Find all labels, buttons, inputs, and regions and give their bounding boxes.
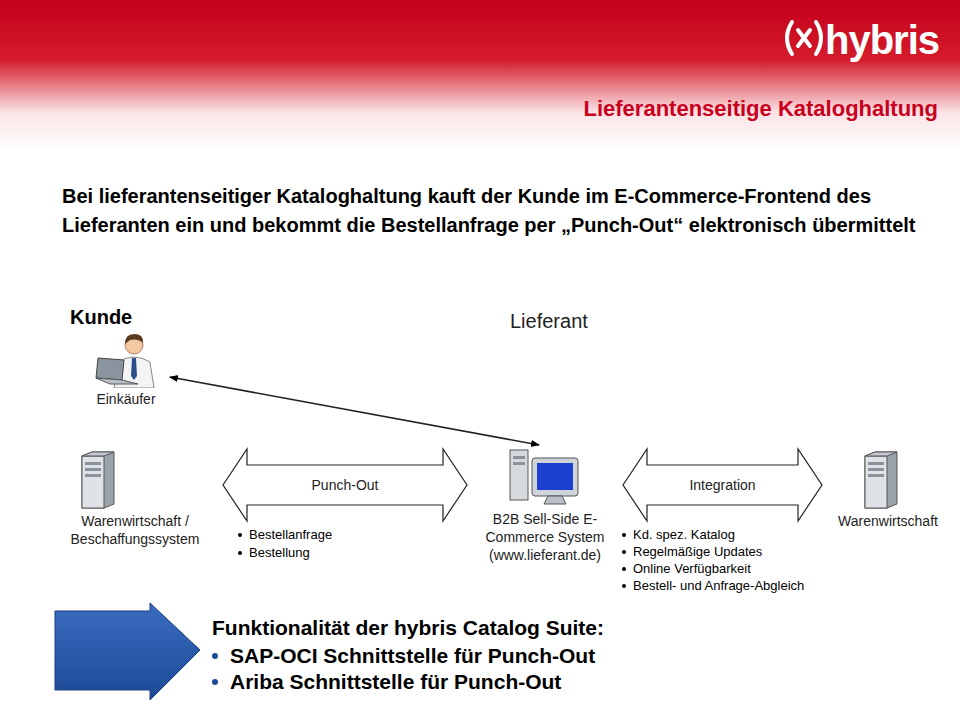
connector-label: Punch-Out	[308, 477, 383, 494]
bullet-item: Regelmäßige Updates	[633, 544, 762, 559]
bullet-item-line: Regelmäßige Updates	[622, 543, 762, 560]
node-caption: Warenwirtschaft / Beschaffungssystem	[55, 512, 215, 548]
system-node: Warenwirtschaft	[830, 450, 946, 530]
bullet-dot	[622, 550, 626, 554]
person-node: Einkäufer	[88, 330, 164, 408]
bullet-dot	[622, 584, 626, 588]
block-arrow	[55, 603, 200, 700]
header-band	[0, 0, 960, 150]
logo-text-line: hybris	[825, 12, 939, 65]
bullet-item: Kd. spez. Katalog	[633, 527, 735, 542]
logo-text: hybris	[825, 18, 939, 62]
intro-text-line: Bei lieferantenseitiger Kataloghaltung k…	[62, 180, 948, 239]
node-icon	[857, 450, 899, 510]
feature-item: Ariba Schnittstelle für Punch-Out	[230, 670, 561, 693]
arrow-connector	[170, 377, 539, 445]
node-icon	[74, 450, 116, 510]
bullet-item: Online Verfügbarkeit	[633, 561, 751, 576]
bullet-dot	[622, 533, 626, 537]
bullet-dot	[212, 679, 218, 685]
node-caption: Warenwirtschaft	[830, 512, 946, 530]
node-caption: B2B Sell-Side E-Commerce System (www.lie…	[475, 510, 615, 564]
node-icon	[94, 330, 158, 388]
bullet-dot	[238, 551, 242, 555]
feature-item-line: SAP-OCI Schnittstelle für Punch-Out	[212, 642, 595, 669]
intro-text: Bei lieferantenseitiger Kataloghaltung k…	[62, 185, 916, 237]
bullet-dot	[622, 567, 626, 571]
feature-heading: Funktionalität der hybris Catalog Suite:	[212, 616, 604, 639]
block-arrow-connector	[223, 449, 467, 521]
bullet-item: Bestellung	[249, 545, 310, 560]
block-arrow-connector	[623, 449, 822, 521]
bullet-item: Bestell- und Anfrage-Abgleich	[633, 578, 804, 593]
role-heading: Kunde	[70, 306, 132, 328]
bullet-item-line: Kd. spez. Katalog	[622, 526, 735, 543]
role-heading-line: Kunde	[70, 304, 132, 330]
bullet-item-line: Bestellanfrage	[238, 526, 332, 543]
feature-heading-line: Funktionalität der hybris Catalog Suite:	[212, 614, 604, 641]
role-heading: Lieferant	[510, 310, 588, 332]
feature-item: SAP-OCI Schnittstelle für Punch-Out	[230, 644, 595, 667]
bullet-dot	[238, 533, 242, 537]
connector-label: Integration	[685, 477, 759, 494]
system-node: B2B Sell-Side E-Commerce System (www.lie…	[475, 446, 615, 564]
bullet-item: Bestellanfrage	[249, 527, 332, 542]
bullet-dot	[212, 653, 218, 659]
slide-title: Lieferantenseitige Kataloghaltung	[584, 96, 939, 122]
node-icon	[508, 446, 582, 508]
bullet-item-line: Bestellung	[238, 544, 310, 561]
node-caption: Einkäufer	[88, 390, 164, 408]
feature-item-line: Ariba Schnittstelle für Punch-Out	[212, 668, 561, 695]
bullet-item-line: Bestell- und Anfrage-Abgleich	[622, 577, 804, 594]
system-node: Warenwirtschaft / Beschaffungssystem	[55, 450, 215, 548]
logo-icon	[787, 22, 821, 54]
bullet-item-line: Online Verfügbarkeit	[622, 560, 751, 577]
role-heading-line: Lieferant	[510, 308, 588, 334]
